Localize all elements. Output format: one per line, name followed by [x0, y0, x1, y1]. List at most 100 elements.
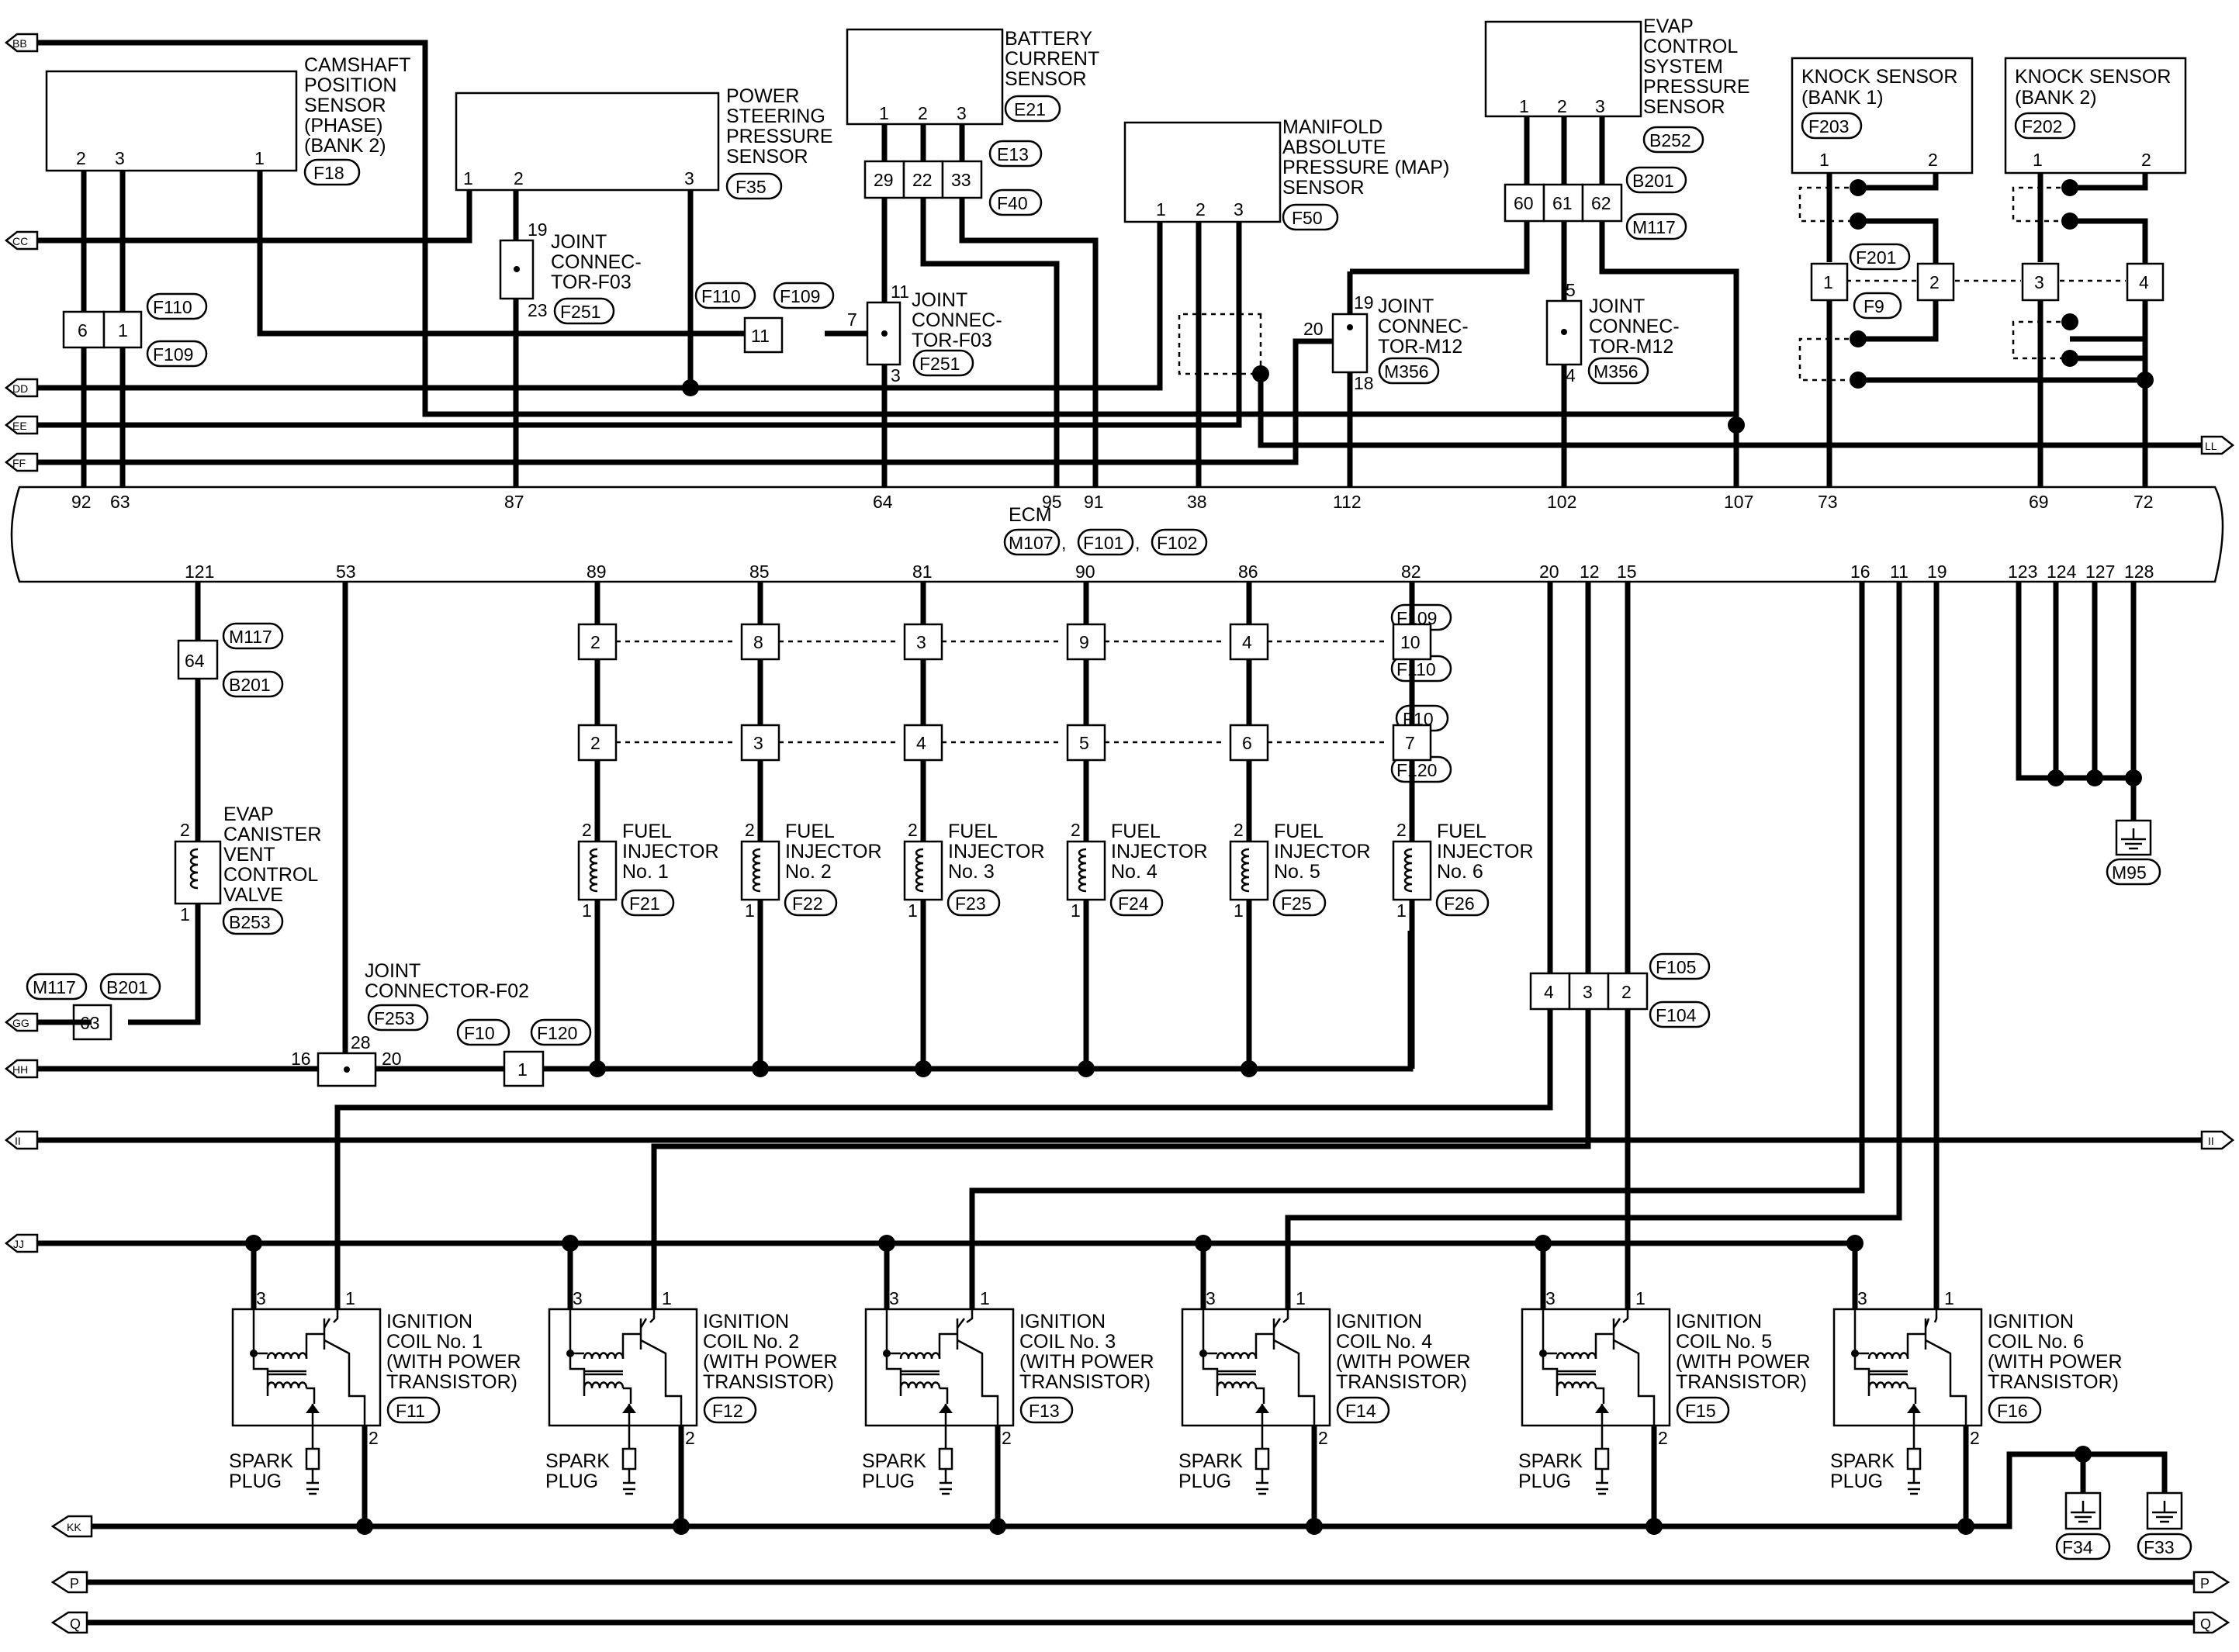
svg-text:3: 3 — [891, 365, 901, 385]
svg-text:F109: F109 — [153, 344, 193, 365]
svg-text:5: 5 — [1566, 280, 1576, 300]
svg-text:20: 20 — [1539, 562, 1559, 582]
svg-text:IGNITION: IGNITION — [386, 1311, 472, 1332]
svg-text:3: 3 — [1857, 1288, 1867, 1308]
svg-text:82: 82 — [1401, 562, 1421, 582]
svg-text:1: 1 — [1296, 1288, 1306, 1308]
svg-text:FUEL: FUEL — [622, 821, 672, 842]
svg-text:19: 19 — [1927, 562, 1947, 582]
svg-text:1: 1 — [118, 320, 128, 340]
svg-text:M117: M117 — [229, 627, 272, 647]
svg-text:M95: M95 — [2112, 862, 2147, 883]
camshaft-position-sensor: CAMSHAFT POSITION SENSOR (PHASE) (BANK 2… — [45, 54, 411, 186]
svg-text:COIL No. 5: COIL No. 5 — [1676, 1331, 1772, 1353]
svg-text:PLUG: PLUG — [1178, 1471, 1231, 1492]
svg-text:TRANSISTOR): TRANSISTOR) — [703, 1371, 834, 1393]
svg-text:F26: F26 — [1444, 893, 1475, 914]
svg-text:F109: F109 — [780, 286, 820, 306]
svg-text:CONTROL: CONTROL — [223, 864, 318, 886]
svg-text:64: 64 — [873, 492, 893, 512]
svg-text:II: II — [15, 1135, 21, 1147]
svg-text:1: 1 — [517, 1059, 528, 1080]
svg-text:TOR-F03: TOR-F03 — [912, 330, 992, 351]
svg-text:CANISTER: CANISTER — [223, 824, 321, 845]
svg-text:VALVE: VALVE — [223, 884, 283, 906]
svg-text:EVAP: EVAP — [223, 804, 274, 825]
rail-ee: EE — [4, 415, 39, 435]
svg-text:11: 11 — [891, 282, 909, 302]
svg-text:BATTERY: BATTERY — [1005, 28, 1092, 50]
svg-text:1: 1 — [1635, 1288, 1646, 1308]
rail-bb: BB — [4, 33, 39, 53]
svg-text:89: 89 — [587, 562, 607, 582]
svg-text:PRESSURE: PRESSURE — [726, 126, 833, 147]
svg-text:F251: F251 — [560, 302, 600, 322]
svg-text:11: 11 — [751, 326, 770, 346]
svg-text:2: 2 — [745, 820, 755, 840]
svg-text:(WITH POWER: (WITH POWER — [1988, 1351, 2123, 1373]
svg-text:F102: F102 — [1157, 533, 1197, 553]
fuel-injectors: F109 F110 F10 F120 — [616, 603, 1452, 783]
battery-current-sensor: BATTERY CURRENT SENSOR E21 1 2 3 — [846, 28, 1099, 126]
rail-ii-right: II — [2200, 1130, 2235, 1150]
svg-text:PLUG: PLUG — [1518, 1471, 1571, 1492]
svg-text:4: 4 — [2139, 272, 2149, 292]
svg-text:81: 81 — [912, 562, 933, 582]
svg-text:92: 92 — [71, 492, 92, 512]
svg-text:3: 3 — [2034, 272, 2044, 292]
svg-text:29: 29 — [874, 170, 894, 190]
svg-text:2: 2 — [180, 820, 190, 840]
svg-text:TOR-M12: TOR-M12 — [1589, 336, 1673, 358]
ecm-block: ECM M107 , F101 , F102 — [10, 486, 2224, 583]
rail-dd: DD — [4, 378, 39, 398]
svg-text:COIL No. 6: COIL No. 6 — [1988, 1331, 2084, 1353]
svg-text:(BANK 1): (BANK 1) — [1801, 87, 1884, 109]
svg-text:JOINT: JOINT — [912, 289, 967, 311]
svg-text:3: 3 — [1234, 199, 1244, 219]
svg-text:63: 63 — [110, 492, 130, 512]
svg-text:61: 61 — [1552, 193, 1573, 213]
svg-text:1: 1 — [582, 900, 592, 921]
svg-text:F34: F34 — [2062, 1537, 2093, 1557]
svg-text:16: 16 — [1850, 562, 1870, 582]
svg-text:F251: F251 — [919, 354, 960, 374]
svg-text:B253: B253 — [229, 912, 271, 932]
svg-text:TRANSISTOR): TRANSISTOR) — [1336, 1371, 1467, 1393]
svg-text:F10: F10 — [464, 1023, 495, 1043]
svg-text:127: 127 — [2085, 562, 2115, 582]
knock-sensor-bank-1: KNOCK SENSOR (BANK 1) F203 1 2 — [1791, 57, 1974, 175]
svg-text:10: 10 — [1400, 632, 1421, 652]
svg-text:123: 123 — [2008, 562, 2037, 582]
svg-text:1: 1 — [180, 904, 190, 924]
svg-text:1: 1 — [2033, 150, 2043, 170]
svg-text:(WITH POWER: (WITH POWER — [386, 1351, 521, 1373]
svg-text:62: 62 — [1591, 193, 1611, 213]
svg-text:73: 73 — [1818, 492, 1838, 512]
svg-text:B201: B201 — [229, 675, 271, 695]
svg-text:F15: F15 — [1685, 1401, 1716, 1421]
svg-text:1: 1 — [908, 900, 918, 921]
svg-text:F11: F11 — [396, 1401, 425, 1421]
svg-text:PLUG: PLUG — [545, 1471, 598, 1492]
svg-text:IGNITION: IGNITION — [1336, 1311, 1422, 1332]
svg-text:GG: GG — [12, 1017, 29, 1029]
svg-text:POWER: POWER — [726, 85, 799, 107]
svg-text:1: 1 — [662, 1288, 672, 1308]
svg-text:F101: F101 — [1083, 533, 1123, 553]
svg-text:(WITH POWER: (WITH POWER — [1336, 1351, 1471, 1373]
injector-splice — [752, 1060, 769, 1077]
svg-text:KNOCK SENSOR: KNOCK SENSOR — [2015, 66, 2171, 88]
svg-text:2: 2 — [1929, 272, 1940, 292]
svg-text:15: 15 — [1617, 562, 1637, 582]
svg-text:COIL No. 1: COIL No. 1 — [386, 1331, 483, 1353]
svg-text:8: 8 — [753, 632, 763, 652]
svg-text:2: 2 — [1658, 1428, 1668, 1448]
svg-text:38: 38 — [1187, 492, 1207, 512]
svg-text:F13: F13 — [1029, 1401, 1060, 1421]
